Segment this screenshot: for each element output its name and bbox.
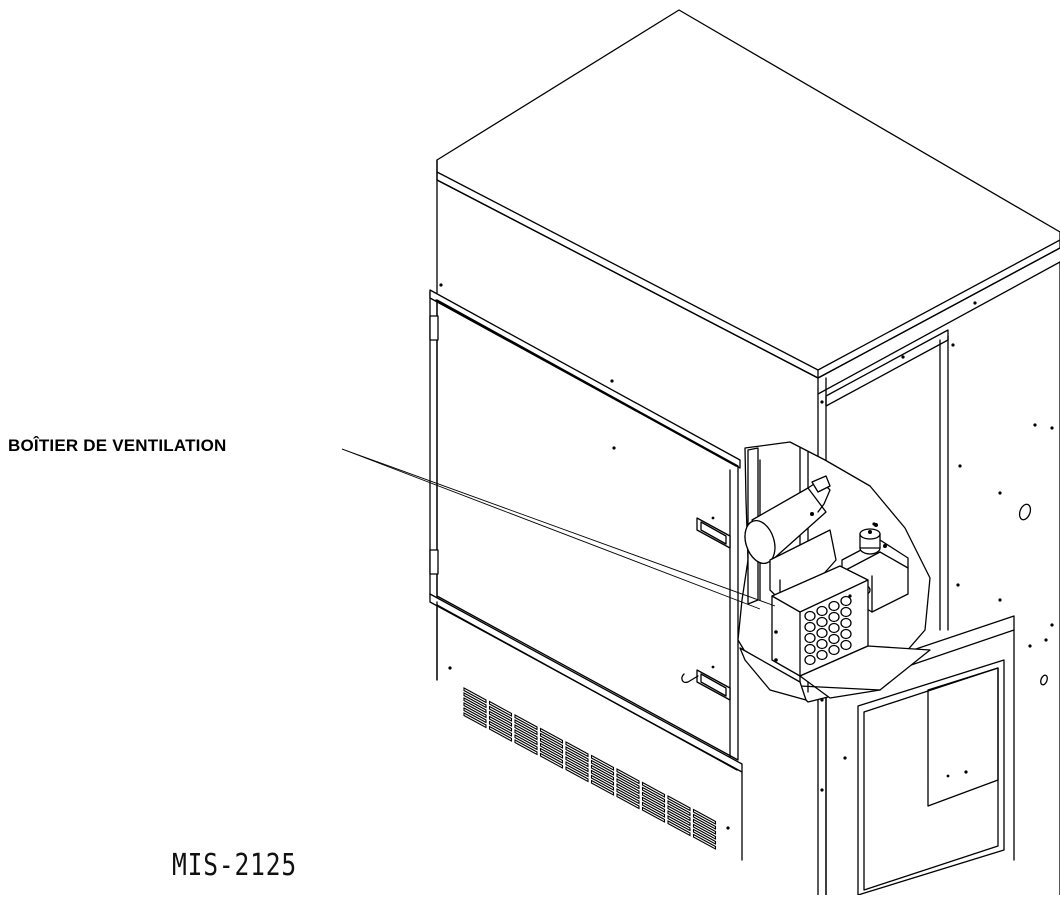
- louver-slot: [539, 742, 564, 759]
- louver-slot: [667, 810, 691, 827]
- louver-slot: [667, 795, 691, 812]
- exchanger-tube: [828, 644, 840, 656]
- louver-slot: [692, 823, 717, 840]
- exchanger-tube: [804, 643, 816, 655]
- louver-slot: [590, 754, 615, 771]
- exchanger-tube: [828, 633, 840, 645]
- exchanger-tube: [840, 617, 852, 629]
- cabinet-top: [436, 9, 1060, 395]
- louver-slot: [692, 813, 717, 830]
- louver-slot: [463, 707, 487, 724]
- louver-slot: [641, 801, 666, 818]
- louver-slot: [590, 759, 615, 776]
- louver-slot: [641, 796, 666, 813]
- louver-slot: [539, 747, 564, 764]
- callout-label-vent-box: BOÎTIER DE VENTILATION: [8, 436, 227, 455]
- louver-slot: [539, 727, 564, 744]
- exchanger-tube: [840, 628, 852, 640]
- louver-slot: [565, 756, 589, 773]
- cutaway-detail: [737, 441, 931, 703]
- cabinet-left-side: [429, 179, 743, 861]
- louver-slot: [667, 805, 691, 822]
- exchanger-tube: [828, 600, 840, 612]
- louver-slot: [616, 783, 640, 800]
- louver-slot: [692, 818, 717, 835]
- louver-slot: [488, 705, 513, 722]
- louver-slot: [539, 732, 564, 749]
- louver-slot: [616, 778, 640, 795]
- louver-slot: [539, 737, 564, 754]
- exchanger-tube: [816, 605, 828, 617]
- louver-slot: [488, 715, 513, 732]
- exchanger-tube: [828, 622, 840, 634]
- louver-slot: [616, 768, 640, 785]
- exchanger-tube: [840, 639, 852, 651]
- exchanger-tube: [816, 649, 828, 661]
- louver-slot: [692, 828, 717, 845]
- exchanger-tube: [816, 616, 828, 628]
- louver-slot: [514, 724, 538, 741]
- louver-slot: [565, 746, 589, 763]
- louver-slot: [463, 712, 487, 729]
- exchanger-tube: [804, 621, 816, 633]
- louver-slot: [667, 800, 691, 817]
- louver-slot: [590, 769, 615, 786]
- louver-slot: [590, 774, 615, 791]
- exchanger-tube: [840, 595, 852, 607]
- louver-slot: [488, 720, 513, 737]
- exchanger-tube: [804, 632, 816, 644]
- louver-slot: [514, 714, 538, 731]
- louver-slot: [616, 793, 640, 810]
- exchanger-tube: [816, 627, 828, 639]
- exchanger-tube: [840, 606, 852, 618]
- louver-vents: [463, 687, 717, 850]
- louver-slot: [692, 808, 717, 825]
- louver-slot: [463, 697, 487, 714]
- louver-slot: [641, 806, 666, 823]
- louver-slot: [641, 791, 666, 808]
- exchanger-tube: [816, 638, 828, 650]
- louver-slot: [488, 700, 513, 717]
- louver-slot: [488, 710, 513, 727]
- louver-slot: [590, 779, 615, 796]
- louver-slot: [616, 788, 640, 805]
- louver-slot: [667, 820, 691, 837]
- louver-slot: [514, 729, 538, 746]
- louver-slot: [463, 692, 487, 709]
- louver-slot: [488, 725, 513, 742]
- louver-slot: [692, 833, 717, 850]
- louver-slot: [463, 687, 487, 704]
- exchanger-tube: [804, 610, 816, 622]
- exchanger-tube: [804, 654, 816, 666]
- louver-slot: [463, 702, 487, 719]
- louver-slot: [565, 766, 589, 783]
- louver-slot: [667, 815, 691, 832]
- louver-slot: [616, 773, 640, 790]
- louver-slot: [514, 739, 538, 756]
- louver-slot: [539, 752, 564, 769]
- louver-slot: [590, 764, 615, 781]
- figure-id: MIS-2125: [172, 848, 298, 883]
- callout-leader-line: [341, 448, 776, 607]
- louver-slot: [641, 786, 666, 803]
- louver-slot: [641, 781, 666, 798]
- louver-slot: [565, 741, 589, 758]
- louver-slot: [565, 751, 589, 768]
- louver-slot: [514, 734, 538, 751]
- louver-slot: [514, 719, 538, 736]
- louver-slot: [565, 761, 589, 778]
- exchanger-tube: [828, 611, 840, 623]
